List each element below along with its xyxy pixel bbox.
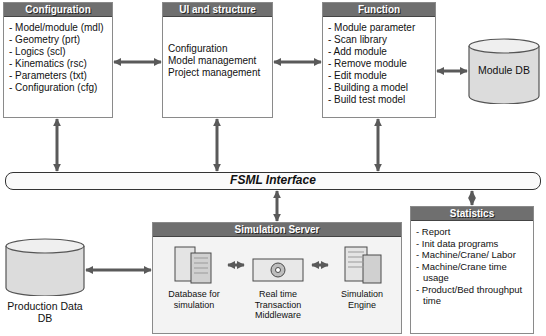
vent-line: [348, 257, 364, 258]
middleware-box: [253, 259, 303, 281]
server-tower: [191, 253, 211, 283]
panel-header: Statistics: [411, 207, 533, 221]
vent-line: [348, 252, 364, 253]
double-arrow: [114, 61, 161, 64]
double-arrow: [377, 119, 380, 171]
server-component: Real time Transaction Middleware: [245, 243, 311, 327]
interface-label: FSML Interface: [6, 173, 540, 187]
list-item: - Geometry (prt): [4, 34, 112, 46]
double-arrow: [276, 191, 279, 221]
double-arrow: [471, 191, 474, 205]
database-cylinder: Production Data DB: [5, 238, 85, 328]
list-item: - Init data programs: [411, 238, 533, 250]
interface-band: FSML Interface: [5, 172, 541, 190]
list-item: Project management: [163, 67, 272, 79]
component-label: Real time Transaction Middleware: [245, 289, 311, 321]
cylinder-top: [6, 239, 84, 253]
panel-header: Simulation Server: [153, 223, 401, 237]
vent-line: [194, 258, 208, 259]
vent-line: [194, 268, 208, 269]
list-item: - Configuration (cfg): [4, 82, 112, 94]
component-label: Simulation Engine: [329, 289, 395, 310]
list-item: - Parameters (txt): [4, 70, 112, 82]
list-item: - Scan library: [323, 34, 435, 46]
list-item: - Kinematics (rsc): [4, 58, 112, 70]
double-arrow: [274, 61, 321, 64]
panel-header: Function: [323, 3, 435, 17]
list-item: - Module parameter: [323, 22, 435, 34]
database-label: Module DB: [468, 64, 540, 76]
double-arrow: [56, 119, 59, 171]
server-icon: [245, 243, 311, 287]
list-item: - Product/Bed throughput time: [411, 284, 533, 307]
list-item: - Build test model: [323, 94, 435, 106]
double-arrow: [216, 119, 219, 171]
double-arrow: [228, 264, 244, 267]
list-item: - Remove module: [323, 58, 435, 70]
vent-line: [194, 273, 208, 274]
cylinder-outline: [5, 238, 85, 296]
server-tower: [363, 255, 381, 283]
double-arrow: [86, 269, 151, 272]
module-panel: UI and structureConfigurationModel manag…: [162, 2, 273, 118]
double-arrow: [312, 264, 328, 267]
vent-line: [194, 263, 208, 264]
double-arrow: [437, 70, 467, 73]
server-icon: [161, 243, 227, 287]
server-component: Simulation Engine: [329, 243, 395, 327]
vent-line: [348, 262, 364, 263]
statistics-panel: Statistics- Report- Init data programs- …: [410, 206, 534, 334]
database-cylinder: Module DB: [468, 38, 540, 104]
cylinder-top: [469, 39, 539, 53]
list-item: - Report: [411, 226, 533, 238]
module-panel: Function - Module parameter- Scan library…: [322, 2, 436, 118]
list-item: - Building a model: [323, 82, 435, 94]
list-item: - Edit module: [323, 70, 435, 82]
server-panel: Simulation ServerDatabase for simulation…: [152, 222, 402, 334]
component-label: Database for simulation: [161, 289, 227, 310]
module-panel: Configuration - Model/module (mdl)- Geome…: [3, 2, 113, 118]
cylinder-body: [469, 46, 539, 104]
gear-symbol: [271, 263, 285, 277]
list-item: Configuration: [163, 43, 272, 55]
server-icon: [329, 243, 395, 287]
panel-header: Configuration: [4, 3, 112, 17]
list-item: - Machine/Crane/ Labor: [411, 249, 533, 261]
list-item: Model management: [163, 55, 272, 67]
vent-line: [348, 267, 364, 268]
panel-header: UI and structure: [163, 3, 272, 17]
gear-hub: [276, 268, 281, 273]
list-item: - Model/module (mdl): [4, 22, 112, 34]
server-component: Database for simulation: [161, 243, 227, 327]
list-item: - Add module: [323, 46, 435, 58]
list-item: - Logics (scl): [4, 46, 112, 58]
database-label: Production Data DB: [5, 300, 85, 324]
list-item: - Machine/Crane time usage: [411, 261, 533, 284]
